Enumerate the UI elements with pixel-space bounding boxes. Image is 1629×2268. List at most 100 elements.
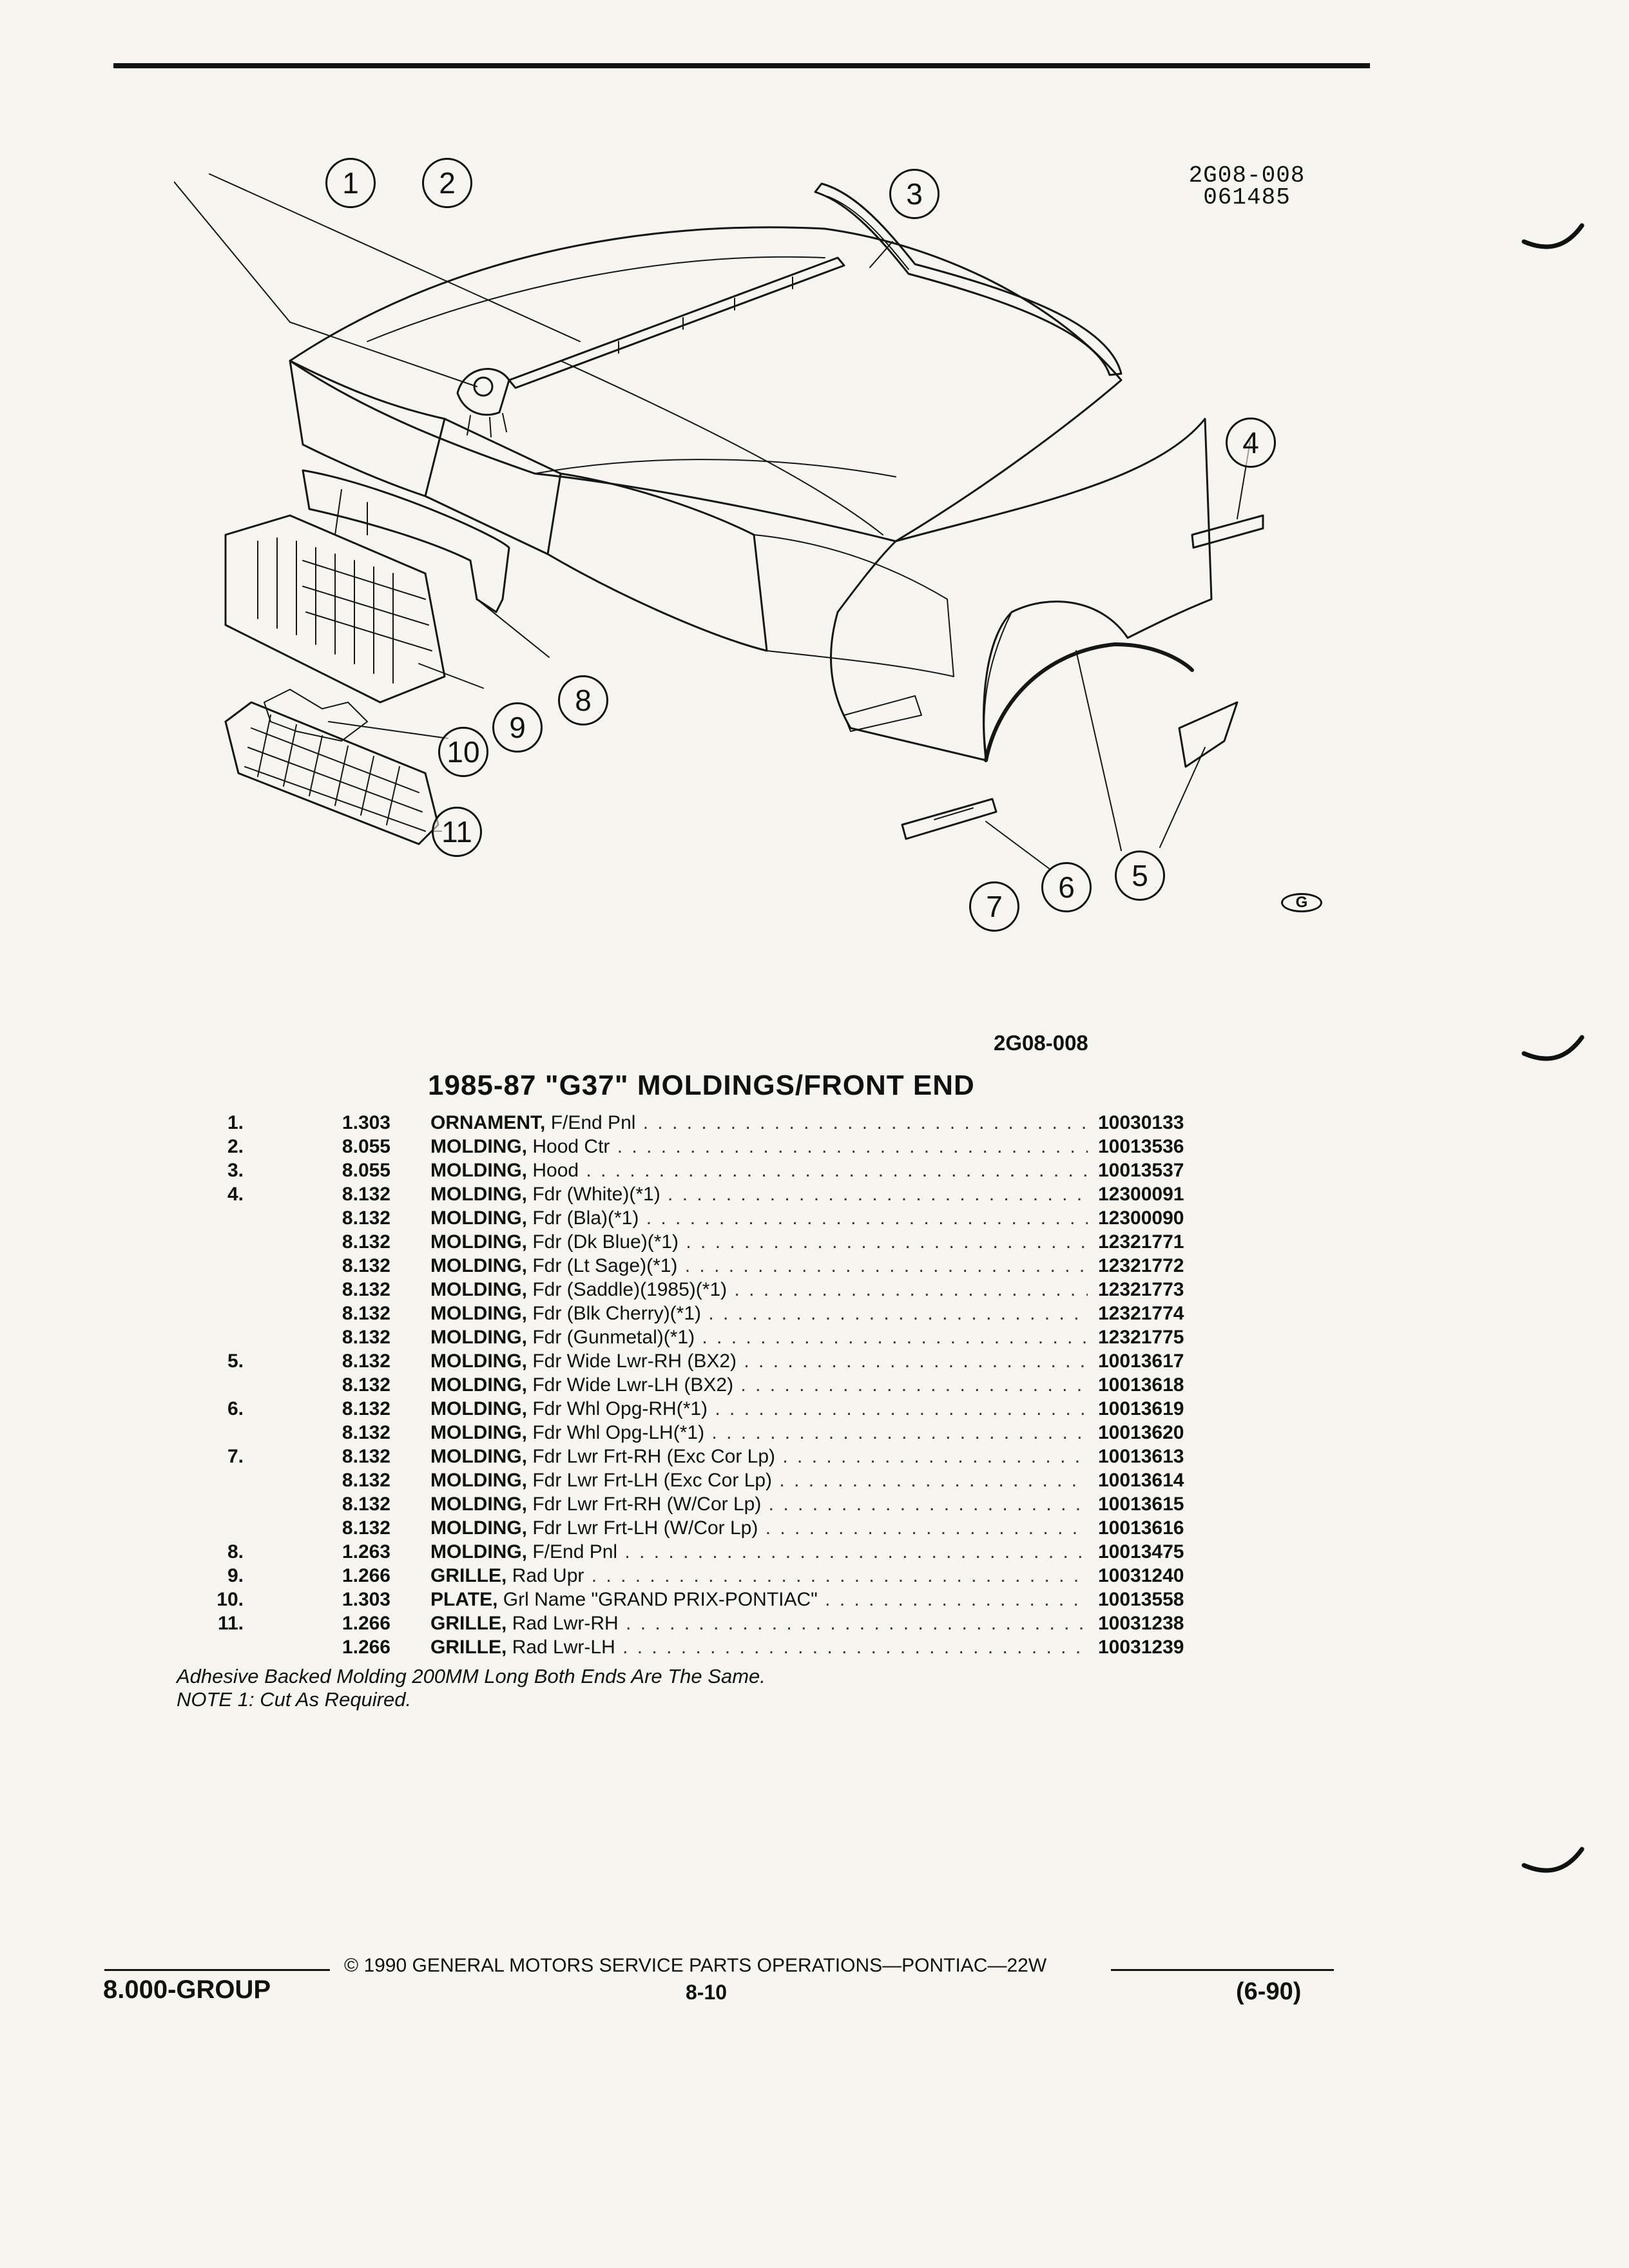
item-number: 6. [227,1398,244,1419]
part-number: 12321771 [1098,1231,1184,1253]
part-desc: Fdr Lwr Frt-RH (W/Cor Lp) [532,1494,762,1515]
part-number: 10031240 [1098,1565,1184,1586]
part-number: 12321773 [1098,1279,1184,1300]
part-description: MOLDING, Fdr (Blk Cherry)(*1) . . . . . … [430,1303,1088,1325]
footer-rule-right [1111,1969,1334,1971]
part-description: MOLDING, Fdr (Saddle)(1985)(*1) . . . . … [430,1279,1088,1301]
revision-date: (6-90) [1236,1978,1302,2005]
part-desc: Fdr (Dk Blue)(*1) [532,1231,679,1253]
part-description: MOLDING, F/End Pnl . . . . . . . . . . .… [430,1541,1088,1563]
front-end-panel-molding [302,469,510,613]
group-number: 8.132 [342,1446,390,1467]
group-number: 1.266 [342,1565,390,1586]
part-name: GRILLE, [430,1613,507,1634]
upper-grille [224,514,446,704]
callout-11: 11 [432,807,482,857]
ornament [456,368,510,416]
group-number: 8.132 [342,1303,390,1324]
callout-7: 7 [969,881,1019,932]
part-name: MOLDING, [430,1470,527,1491]
part-number: 10031239 [1098,1637,1184,1658]
part-description: MOLDING, Hood . . . . . . . . . . . . . … [430,1160,1088,1182]
part-number: 10013614 [1098,1470,1184,1491]
part-description: GRILLE, Rad Lwr-LH . . . . . . . . . . .… [430,1637,1088,1658]
item-number: 5. [227,1350,244,1372]
part-name: MOLDING, [430,1184,527,1205]
part-name: PLATE, [430,1589,498,1610]
part-number: 12321775 [1098,1327,1184,1348]
part-number: 10013620 [1098,1422,1184,1443]
group-number: 8.132 [342,1255,390,1276]
part-description: MOLDING, Fdr Whl Opg-LH(*1) . . . . . . … [430,1422,1088,1444]
group-number: 8.132 [342,1184,390,1205]
part-description: MOLDING, Fdr Lwr Frt-LH (W/Cor Lp) . . .… [430,1517,1088,1539]
scan-mark [1521,1847,1585,1873]
name-plate [264,689,368,742]
group-number: 8.132 [342,1231,390,1253]
footer-rule-left [104,1969,330,1971]
part-number: 10030133 [1098,1112,1184,1133]
part-desc: Fdr Wide Lwr-LH (BX2) [532,1374,734,1396]
part-name: MOLDING, [430,1374,527,1396]
part-desc: Hood [532,1160,579,1181]
part-name: MOLDING, [430,1231,527,1253]
part-number: 10013618 [1098,1374,1184,1396]
group-number: 8.132 [342,1470,390,1491]
part-name: MOLDING, [430,1160,527,1181]
part-name: MOLDING, [430,1517,527,1539]
copyright: © 1990 GENERAL MOTORS SERVICE PARTS OPER… [344,1955,1047,1976]
lower-front-molding [901,798,998,840]
part-desc: Fdr Whl Opg-RH(*1) [532,1398,708,1419]
part-number: 10013613 [1098,1446,1184,1467]
part-description: MOLDING, Fdr Lwr Frt-RH (Exc Cor Lp) . .… [430,1446,1088,1468]
part-name: MOLDING, [430,1207,527,1229]
note-line: Adhesive Backed Molding 200MM Long Both … [177,1665,766,1687]
part-number: 12300091 [1098,1184,1184,1205]
figure-code-line: 061485 [1203,184,1291,211]
part-description: MOLDING, Hood Ctr . . . . . . . . . . . … [430,1136,1088,1158]
part-name: MOLDING, [430,1398,527,1419]
group-number: 8.132 [342,1207,390,1229]
part-number: 10013615 [1098,1494,1184,1515]
scan-mark [1521,223,1585,249]
part-desc: Rad Lwr-RH [512,1613,619,1634]
leader-dots: . . . . . . . . . . . . . . . . . . . . … [782,1446,1088,1467]
part-name: MOLDING, [430,1327,527,1348]
leader-dots: . . . . . . . . . . . . . . . . . . . . … [617,1136,1088,1157]
part-name: MOLDING, [430,1350,527,1372]
part-number: 10013558 [1098,1589,1184,1610]
callout-9: 9 [492,702,543,753]
part-description: MOLDING, Fdr (White)(*1) . . . . . . . .… [430,1184,1088,1206]
top-rule [113,63,1370,68]
callout-5: 5 [1115,850,1165,901]
part-desc: F/End Pnl [532,1541,618,1562]
exploded-view-illustration [174,173,1264,869]
illustration-code: 2G08-008 [994,1031,1088,1055]
leader-dots: . . . . . . . . . . . . . . . . . . . . … [624,1541,1088,1562]
part-number: 12300090 [1098,1207,1184,1229]
part-number: 10013537 [1098,1160,1184,1181]
item-number: 4. [227,1184,244,1205]
fender-molding [1191,514,1264,549]
leader-dots: . . . . . . . . . . . . . . . . . . . . … [586,1160,1088,1181]
part-name: MOLDING, [430,1422,527,1443]
leader-dots: . . . . . . . . . . . . . . . . . . . . … [702,1327,1088,1348]
part-name: MOLDING, [430,1255,527,1276]
figure-code-line: 2G08-008 [1188,162,1306,189]
part-name: MOLDING, [430,1541,527,1562]
part-desc: Hood Ctr [532,1136,610,1157]
group-number: 1.266 [342,1613,390,1634]
notes: Adhesive Backed Molding 200MM Long Both … [177,1665,766,1711]
hood [289,226,1123,543]
leader-dots: . . . . . . . . . . . . . . . . . . . . … [715,1398,1088,1419]
leader-dots: . . . . . . . . . . . . . . . . . . . . … [744,1350,1088,1372]
